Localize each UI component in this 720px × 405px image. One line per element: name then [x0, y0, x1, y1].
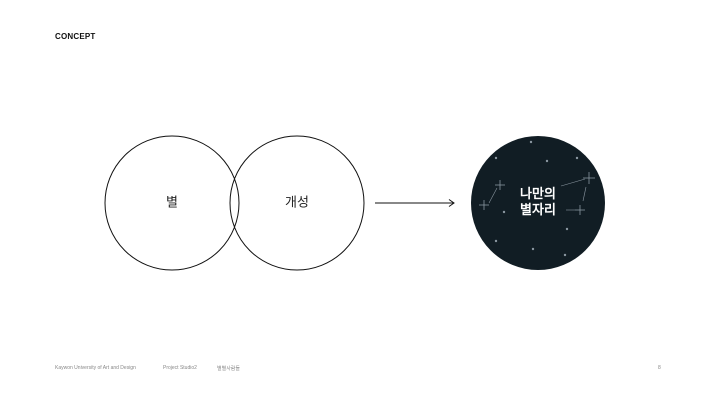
footer-course: Project Studio2: [163, 365, 197, 371]
circle-label-individuality: 개성: [285, 195, 309, 211]
footer-page-number: 8: [658, 365, 661, 371]
result-label: 나만의 별자리: [520, 187, 556, 219]
circle-star: [104, 135, 240, 271]
arrow: [375, 199, 455, 207]
footer-university: Kaywon University of Art and Design: [55, 365, 136, 371]
circle-label-star: 별: [166, 195, 178, 211]
footer-team: 별별사람들: [217, 366, 241, 372]
page-title: CONCEPT: [55, 32, 96, 41]
result-label-line2: 별자리: [520, 203, 556, 218]
result-circle: [471, 136, 605, 270]
circle-individuality: [229, 135, 365, 271]
constellation-stars: [479, 140, 595, 257]
result-label-line1: 나만의: [520, 187, 556, 202]
